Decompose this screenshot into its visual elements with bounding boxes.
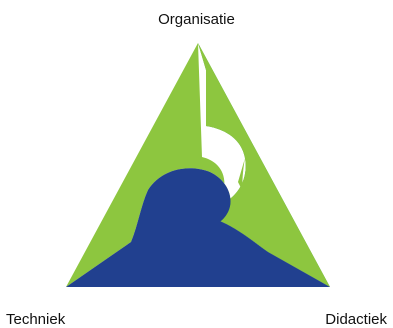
label-organisatie: Organisatie — [158, 11, 235, 28]
label-didactiek: Didactiek — [325, 311, 387, 328]
light-green-segment — [66, 43, 330, 287]
label-techniek: Techniek — [6, 311, 66, 328]
navy-blue-segment — [66, 168, 330, 287]
